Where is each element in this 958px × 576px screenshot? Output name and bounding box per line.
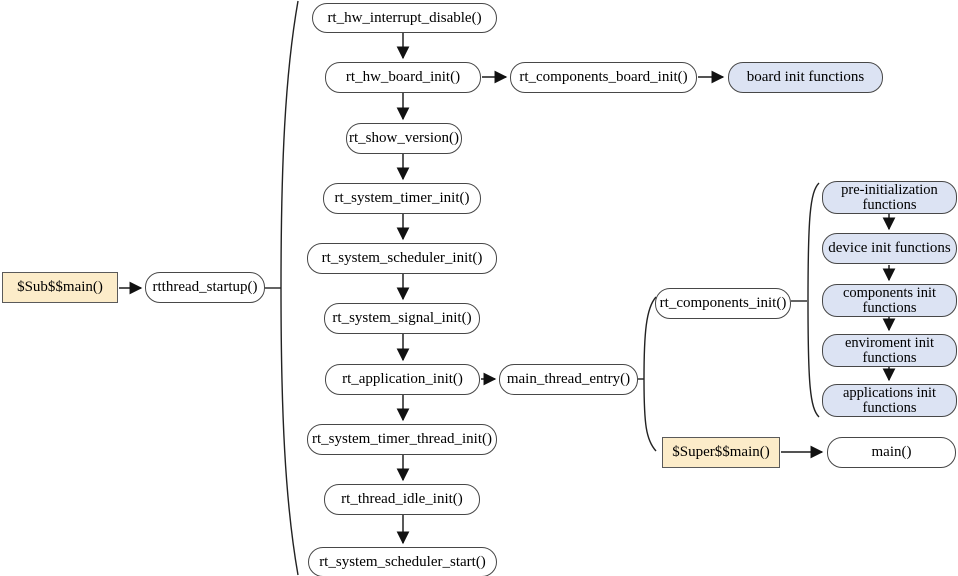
- flow-arrows: [119, 33, 896, 545]
- node-rt-application-init: rt_application_init(): [325, 364, 480, 395]
- brace-main-thread-entry: [643, 296, 657, 452]
- node-rt-thread-idle-init: rt_thread_idle_init(): [324, 484, 480, 515]
- node-components-init-functions: components init functions: [822, 284, 957, 317]
- node-device-init-functions: device init functions: [822, 233, 957, 264]
- node-main-thread-entry: main_thread_entry(): [499, 364, 638, 395]
- node-environment-init-functions: enviroment init functions: [822, 334, 957, 367]
- node-board-init-functions: board init functions: [728, 62, 883, 93]
- node-sub-main: $Sub$$main(): [2, 272, 118, 303]
- node-rt-hw-interrupt-disable: rt_hw_interrupt_disable(): [312, 3, 497, 33]
- node-rt-system-timer-init: rt_system_timer_init(): [323, 183, 481, 214]
- node-rt-system-scheduler-init: rt_system_scheduler_init(): [307, 243, 497, 274]
- node-rt-components-board-init: rt_components_board_init(): [510, 62, 697, 93]
- node-super-main: $Super$$main(): [662, 437, 780, 468]
- node-rt-system-scheduler-start: rt_system_scheduler_start(): [308, 547, 497, 576]
- node-rt-system-signal-init: rt_system_signal_init(): [324, 303, 480, 334]
- node-rt-system-timer-thread-init: rt_system_timer_thread_init(): [307, 424, 497, 455]
- node-main: main(): [827, 437, 956, 468]
- brace-startup-sequence: [280, 0, 299, 576]
- brace-group: [265, 0, 820, 576]
- brace-components-init: [807, 182, 820, 418]
- node-rt-components-init: rt_components_init(): [655, 288, 791, 319]
- node-applications-init-functions: applications init functions: [822, 384, 957, 417]
- node-rtthread-startup: rtthread_startup(): [145, 272, 265, 303]
- node-rt-show-version: rt_show_version(): [346, 123, 462, 154]
- node-pre-initialization-functions: pre-initialization functions: [822, 181, 957, 214]
- node-rt-hw-board-init: rt_hw_board_init(): [325, 62, 481, 93]
